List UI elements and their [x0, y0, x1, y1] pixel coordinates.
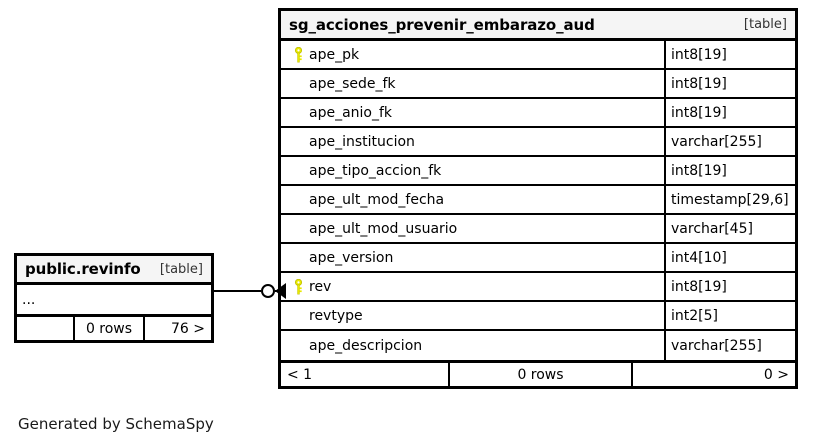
column-type: int8[19] [664, 70, 795, 97]
entity-public-revinfo[interactable]: public.revinfo [table] ... 0 rows 76 > [14, 253, 214, 343]
table-row[interactable]: ape_ult_mod_fecha timestamp[29,6] [281, 186, 795, 215]
column-type: int8[19] [664, 273, 795, 300]
column-type: int4[10] [664, 244, 795, 271]
entity-header: public.revinfo [table] [17, 256, 211, 285]
column-name-cell: ape_version [281, 244, 664, 271]
column-name-cell: ape_pk [281, 41, 664, 68]
key-icon [287, 278, 309, 295]
footer-next-link[interactable]: 0 > [631, 363, 795, 386]
column-name: revtype [309, 307, 363, 324]
column-type: timestamp[29,6] [664, 186, 795, 213]
column-list: ape_pk int8[19] ape_sede_fk int8[19] ape… [281, 41, 795, 360]
column-name: rev [309, 278, 332, 295]
column-type: varchar[255] [664, 128, 795, 155]
collapsed-columns-indicator[interactable]: ... [22, 291, 36, 308]
footer-prev-link[interactable] [17, 317, 73, 340]
table-row[interactable]: rev int8[19] [281, 273, 795, 302]
table-row[interactable]: ape_tipo_accion_fk int8[19] [281, 157, 795, 186]
column-name: ape_ult_mod_fecha [309, 191, 445, 208]
entity-sg-acciones-prevenir-embarazo-aud[interactable]: sg_acciones_prevenir_embarazo_aud [table… [278, 8, 798, 389]
entity-kind-label: [table] [159, 261, 203, 277]
column-name-cell: ape_anio_fk [281, 99, 664, 126]
column-type: int2[5] [664, 302, 795, 329]
table-row[interactable]: ape_institucion varchar[255] [281, 128, 795, 157]
column-name-cell: rev [281, 273, 664, 300]
column-type: int8[19] [664, 99, 795, 126]
column-name: ape_sede_fk [309, 75, 396, 92]
footer-row-count: 0 rows [73, 317, 143, 340]
entity-footer: < 1 0 rows 0 > [281, 360, 795, 386]
column-name-cell: ape_ult_mod_fecha [281, 186, 664, 213]
entity-kind-label: [table] [743, 17, 787, 32]
entity-footer: 0 rows 76 > [17, 314, 211, 340]
column-type: int8[19] [664, 157, 795, 184]
column-name: ape_version [309, 249, 394, 266]
table-row[interactable]: revtype int2[5] [281, 302, 795, 331]
entity-title: sg_acciones_prevenir_embarazo_aud [289, 15, 595, 34]
column-name-cell: revtype [281, 302, 664, 329]
column-type: int8[19] [664, 41, 795, 68]
table-row[interactable]: ape_pk int8[19] [281, 41, 795, 70]
column-name-cell: ape_tipo_accion_fk [281, 157, 664, 184]
entity-header: sg_acciones_prevenir_embarazo_aud [table… [281, 11, 795, 41]
column-name: ape_pk [309, 46, 360, 63]
table-row[interactable]: ape_anio_fk int8[19] [281, 99, 795, 128]
table-row[interactable]: ape_version int4[10] [281, 244, 795, 273]
column-name: ape_descripcion [309, 337, 423, 354]
column-name: ape_anio_fk [309, 104, 393, 121]
column-name: ape_ult_mod_usuario [309, 220, 458, 237]
entity-title: public.revinfo [25, 260, 141, 278]
footer-row-count: 0 rows [448, 363, 631, 386]
column-name-cell: ape_institucion [281, 128, 664, 155]
footer-next-link[interactable]: 76 > [143, 317, 211, 340]
column-name: ape_tipo_accion_fk [309, 162, 442, 179]
diagram-caption: Generated by SchemaSpy [18, 415, 214, 433]
column-name-cell: ape_ult_mod_usuario [281, 215, 664, 242]
column-type: varchar[45] [664, 215, 795, 242]
table-row[interactable]: ape_sede_fk int8[19] [281, 70, 795, 99]
relationship-connector[interactable] [212, 278, 286, 304]
table-row[interactable]: ape_descripcion varchar[255] [281, 331, 795, 360]
footer-prev-link[interactable]: < 1 [287, 366, 313, 383]
column-name-cell: ape_sede_fk [281, 70, 664, 97]
column-name: ape_institucion [309, 133, 415, 150]
key-icon [287, 46, 309, 63]
column-name-cell: ape_descripcion [281, 331, 664, 360]
table-row[interactable]: ape_ult_mod_usuario varchar[45] [281, 215, 795, 244]
column-type: varchar[255] [664, 331, 795, 360]
